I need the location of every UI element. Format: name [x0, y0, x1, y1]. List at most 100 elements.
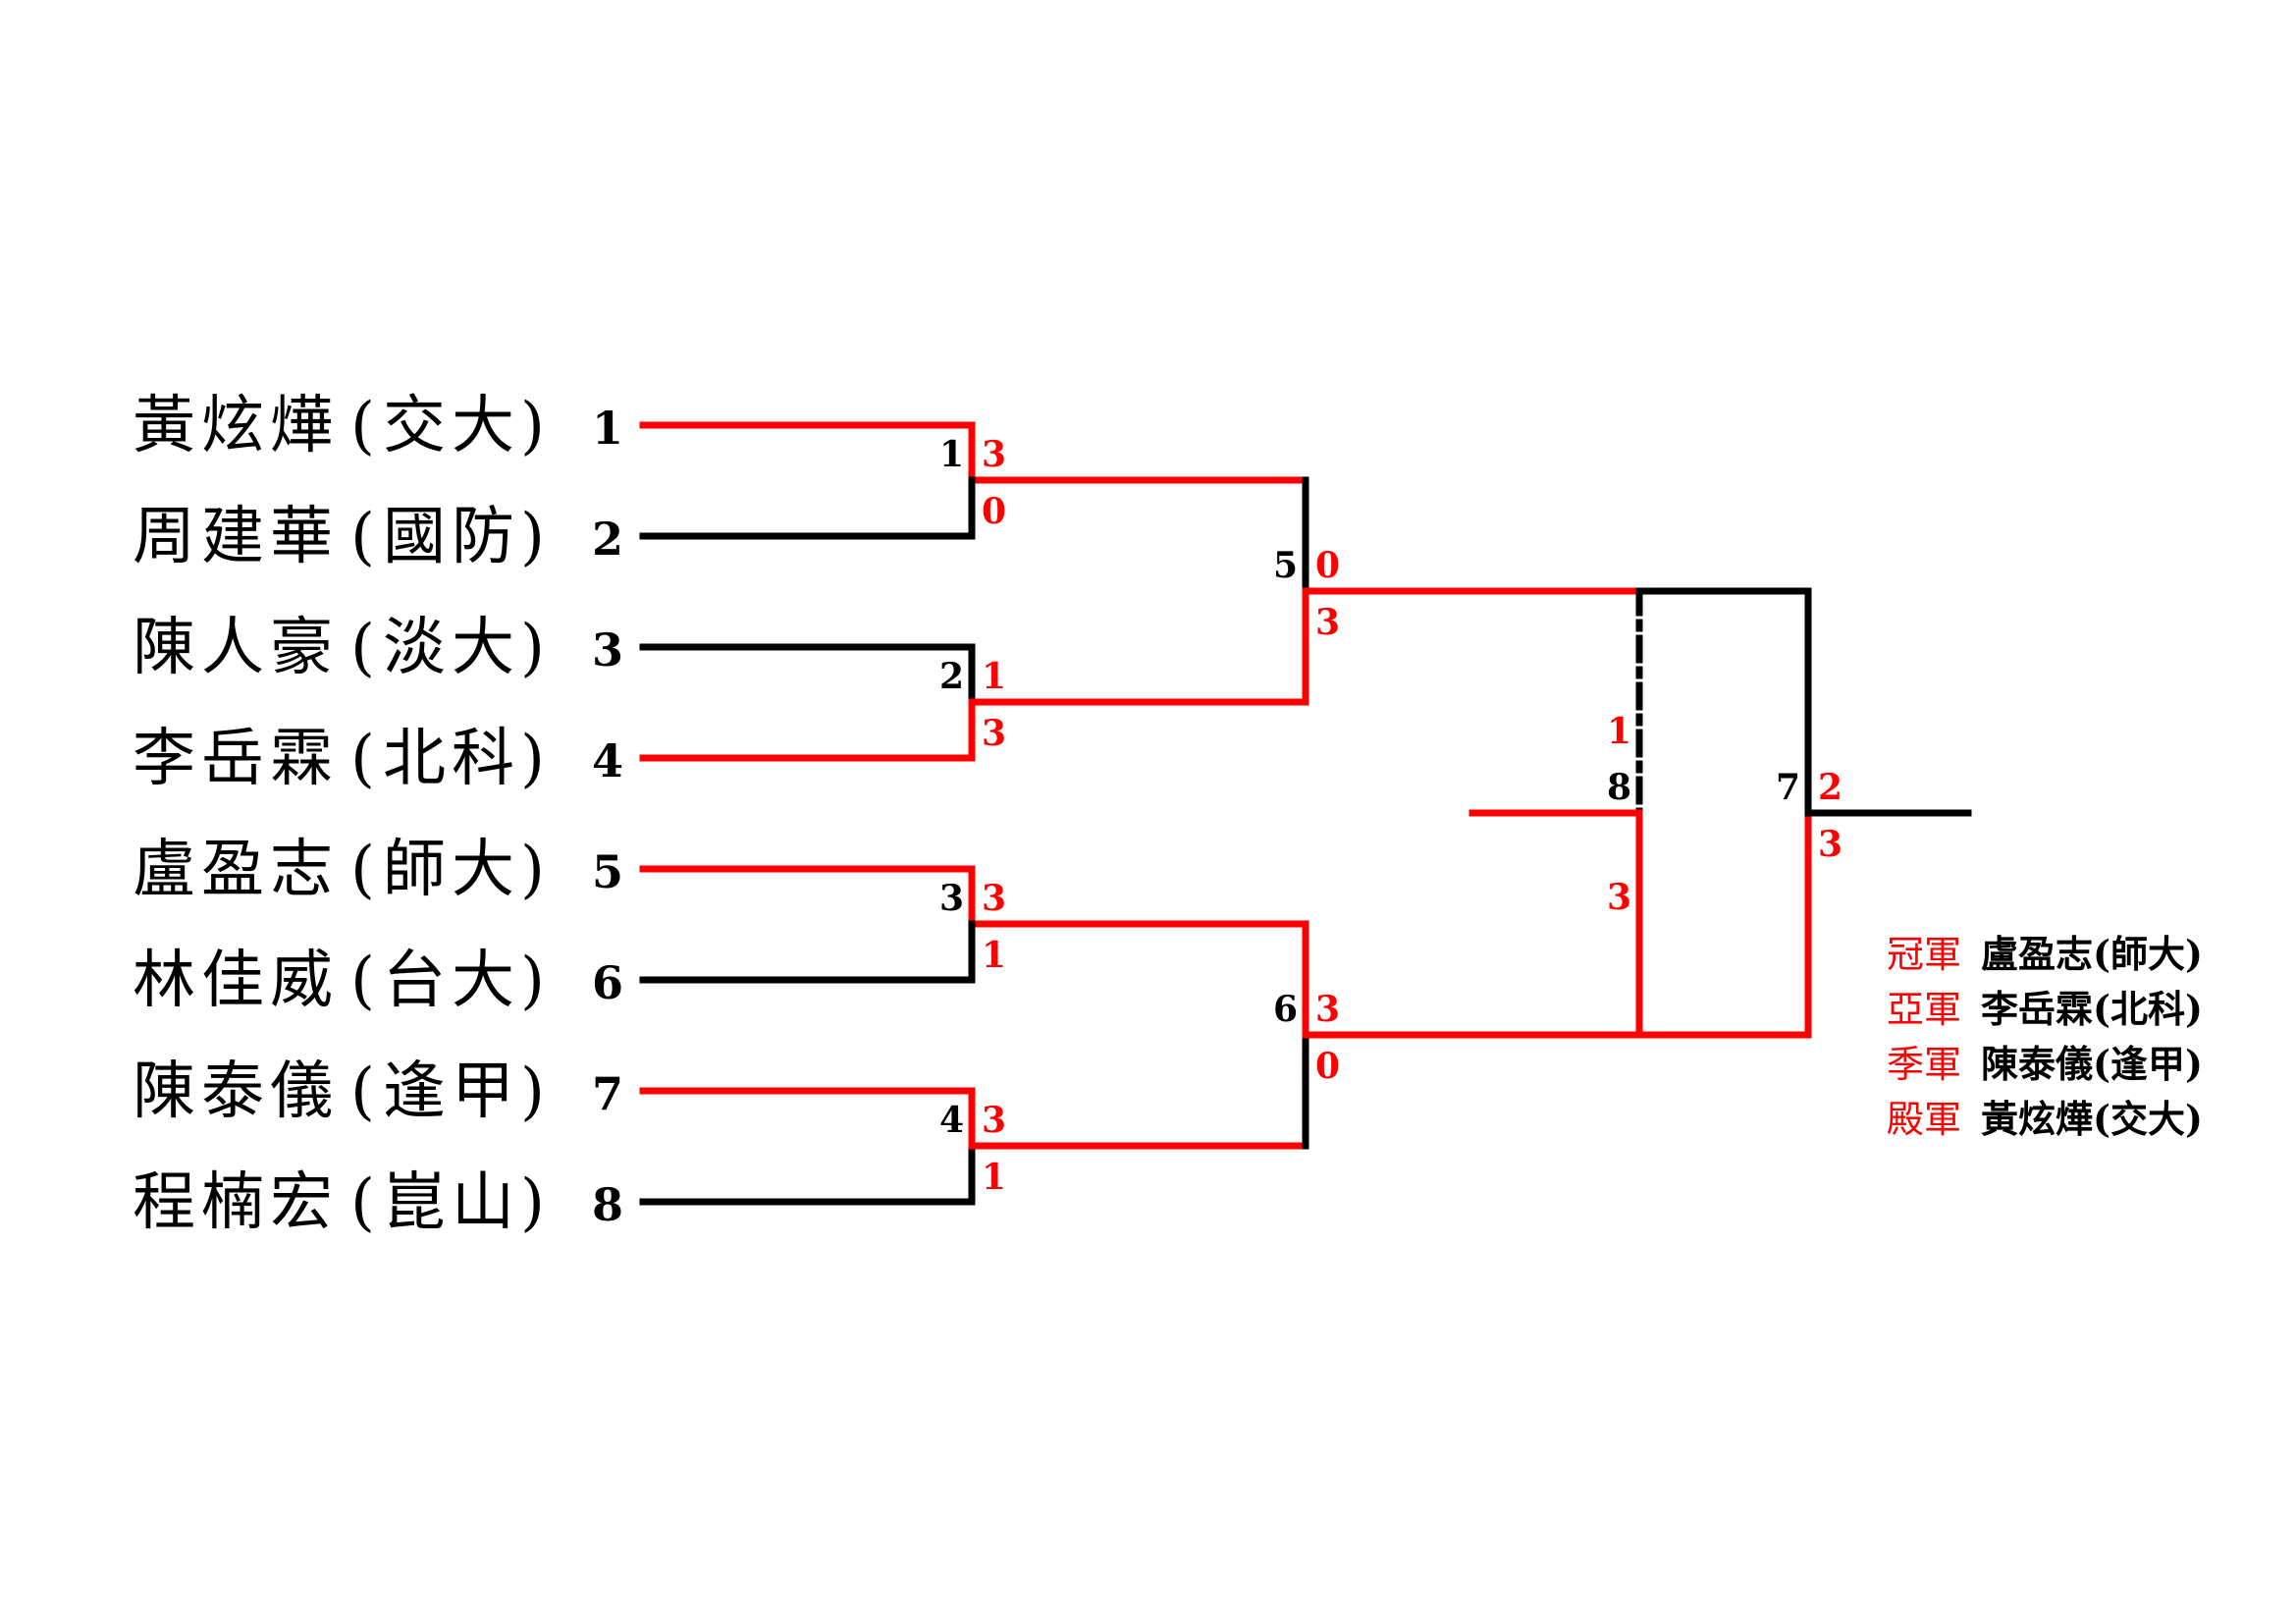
paren-open: ( — [350, 501, 381, 573]
player-name-8: 程楠宏 — [133, 1166, 339, 1239]
player-row-1: 黃炫燁 ( 交大 ) 1 — [133, 390, 623, 462]
paren-close: ) — [520, 834, 551, 906]
paren-close: ) — [520, 945, 551, 1017]
match-1-score-top: 3 — [982, 434, 1006, 475]
match-5-label: 5 0 3 — [1273, 545, 1340, 643]
seed-4: 4 — [592, 734, 623, 787]
match-8-score-bottom: 3 — [1607, 877, 1631, 918]
standing-player-4: 黃炫燁(交大) — [1981, 1097, 2203, 1141]
player-school-8: 崑山 — [383, 1166, 520, 1239]
line-player-3 — [639, 643, 976, 706]
standings: 冠軍 盧盈志(師大) 亞軍 李岳霖(北科) 季軍 陳泰儀(逢甲) 殿軍 黃炫燁(… — [1887, 932, 2203, 1141]
match-number-6: 6 — [1273, 989, 1298, 1030]
match-8-score-top: 1 — [1607, 711, 1631, 752]
standing-player-2: 李岳霖(北科) — [1981, 987, 2203, 1031]
standing-row-2: 亞軍 李岳霖(北科) — [1887, 987, 2203, 1031]
match-number-4: 4 — [939, 1100, 964, 1141]
seed-1: 1 — [592, 402, 623, 455]
match-3-label: 3 3 1 — [939, 878, 1006, 976]
player-school-5: 師大 — [383, 834, 520, 906]
seed-5: 5 — [592, 845, 623, 898]
seed-6: 6 — [592, 956, 623, 1009]
match-6-label: 6 3 0 — [1273, 989, 1340, 1087]
standing-row-4: 殿軍 黃炫燁(交大) — [1887, 1097, 2203, 1141]
player-name-4: 李岳霖 — [133, 723, 339, 795]
paren-close: ) — [520, 1166, 551, 1239]
standing-label-3: 季軍 — [1887, 1043, 1961, 1086]
standing-label-1: 冠軍 — [1887, 933, 1961, 976]
match-1-score-bottom: 0 — [982, 491, 1006, 532]
line-match-6-out — [1302, 809, 1812, 1039]
bracket-lines — [639, 421, 1972, 1206]
player-name-7: 陳泰儀 — [133, 1056, 339, 1128]
paren-close: ) — [520, 390, 551, 462]
match-1-label: 1 3 0 — [939, 434, 1006, 532]
match-5-score-bottom: 3 — [1315, 602, 1340, 643]
player-name-3: 陳人豪 — [133, 612, 339, 684]
match-8-label: 8 1 3 — [1607, 711, 1631, 918]
standing-label-4: 殿軍 — [1887, 1098, 1961, 1141]
player-name-5: 盧盈志 — [133, 834, 339, 906]
player-school-3: 淡大 — [383, 612, 520, 684]
paren-open: ( — [350, 945, 381, 1017]
line-player-5 — [639, 865, 976, 928]
line-match-2-out — [968, 587, 1309, 706]
match-3-score-top: 3 — [982, 878, 1006, 919]
match-number-1: 1 — [939, 434, 964, 475]
paren-open: ( — [350, 1056, 381, 1128]
match-7-score-top: 2 — [1818, 767, 1842, 808]
seed-8: 8 — [592, 1178, 623, 1231]
paren-open: ( — [350, 612, 381, 684]
player-row-6: 林佳威 ( 台大 ) 6 — [133, 945, 623, 1017]
player-row-2: 周建華 ( 國防 ) 2 — [133, 501, 623, 573]
paren-open: ( — [350, 1166, 381, 1239]
match-2-score-top: 1 — [982, 656, 1006, 697]
line-player-2 — [639, 476, 976, 540]
line-player-1 — [639, 421, 976, 484]
match-7-label: 7 2 3 — [1776, 767, 1842, 865]
paren-close: ) — [520, 1056, 551, 1128]
line-match-1-out — [968, 476, 1309, 595]
player-name-1: 黃炫燁 — [133, 390, 339, 462]
standing-player-1: 盧盈志(師大) — [1981, 932, 2203, 976]
paren-open: ( — [350, 390, 381, 462]
seed-7: 7 — [592, 1067, 623, 1120]
seed-2: 2 — [592, 513, 623, 566]
player-row-3: 陳人豪 ( 淡大 ) 3 — [133, 612, 623, 684]
paren-close: ) — [520, 501, 551, 573]
line-player-7 — [639, 1087, 976, 1150]
paren-open: ( — [350, 723, 381, 795]
line-final-top — [1635, 587, 1812, 817]
paren-open: ( — [350, 834, 381, 906]
paren-close: ) — [520, 612, 551, 684]
paren-close: ) — [520, 723, 551, 795]
match-number-2: 2 — [939, 656, 964, 697]
player-name-2: 周建華 — [133, 501, 339, 573]
player-school-4: 北科 — [383, 723, 520, 795]
player-school-1: 交大 — [383, 390, 520, 462]
standing-label-2: 亞軍 — [1887, 988, 1961, 1031]
match-number-3: 3 — [939, 878, 964, 919]
seed-3: 3 — [592, 623, 623, 677]
line-player-4 — [639, 698, 976, 762]
match-5-score-top: 0 — [1315, 545, 1340, 586]
match-4-score-bottom: 1 — [982, 1157, 1006, 1198]
match-3-score-bottom: 1 — [982, 935, 1006, 976]
match-number-8: 8 — [1607, 767, 1631, 808]
player-row-4: 李岳霖 ( 北科 ) 4 — [133, 723, 623, 795]
match-4-label: 4 3 1 — [939, 1100, 1006, 1198]
line-player-8 — [639, 1142, 976, 1206]
player-school-6: 台大 — [383, 945, 520, 1017]
match-6-score-top: 3 — [1315, 989, 1340, 1030]
standing-row-1: 冠軍 盧盈志(師大) — [1887, 932, 2203, 976]
match-7-score-bottom: 3 — [1818, 824, 1842, 865]
player-row-5: 盧盈志 ( 師大 ) 5 — [133, 834, 623, 906]
line-match-4-out — [968, 1031, 1309, 1150]
line-match-3-out — [968, 920, 1309, 1039]
player-row-7: 陳泰儀 ( 逢甲 ) 7 — [133, 1056, 623, 1128]
match-2-score-bottom: 3 — [982, 713, 1006, 754]
player-school-7: 逢甲 — [383, 1056, 520, 1128]
player-school-2: 國防 — [383, 501, 520, 573]
match-6-score-bottom: 0 — [1315, 1046, 1340, 1087]
